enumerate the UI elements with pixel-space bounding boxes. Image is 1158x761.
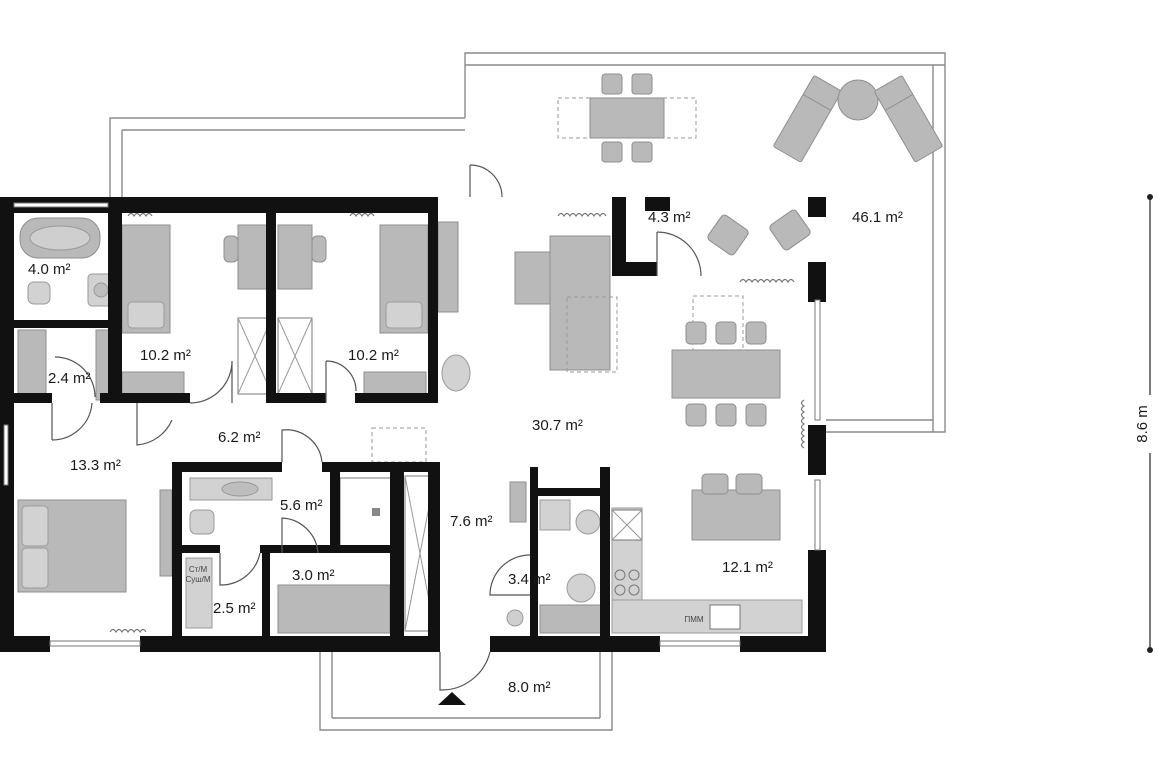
room-label-bedroom-2: 10.2 m²: [348, 347, 399, 364]
room-label-toilet: 5.6 m²: [280, 497, 323, 514]
room-label-kitchen: 12.1 m²: [722, 559, 773, 576]
room-label-hall: 7.6 m²: [450, 513, 493, 530]
room-label-bathroom: 4.0 m²: [28, 261, 71, 278]
appliance-labels: Ст/М Суш/М ПММ: [185, 565, 703, 624]
room-label-entry-terrace: 4.3 m²: [648, 209, 691, 226]
room-label-wardrobe: 2.4 m²: [48, 370, 91, 387]
doors: [51, 164, 702, 691]
room-label-storage: 3.0 m²: [292, 567, 335, 584]
room-label-master-bedroom: 13.3 m²: [70, 457, 121, 474]
washer-label: Ст/М: [189, 565, 208, 574]
room-label-pantry: 3.4 m²: [508, 571, 551, 588]
room-label-corridor: 6.2 m²: [218, 429, 261, 446]
room-label-living: 30.7 m²: [532, 417, 583, 434]
walls: [0, 197, 826, 652]
room-label-terrace: 46.1 m²: [852, 209, 903, 226]
room-label-bedroom-1: 10.2 m²: [140, 347, 191, 364]
dryer-label: Суш/М: [185, 575, 210, 584]
entrance-arrow-icon: [438, 692, 466, 705]
room-label-laundry: 2.5 m²: [213, 600, 256, 617]
outdoor-outlines: [109, 52, 946, 731]
terrace-furniture: [557, 73, 943, 256]
dimension-label: 8.6 m: [1134, 405, 1151, 443]
dimension-line: 8.6 m: [1132, 194, 1156, 653]
room-label-porch: 8.0 m²: [508, 679, 551, 696]
dishwasher-label: ПММ: [684, 615, 703, 624]
interior-furniture: [17, 217, 803, 634]
windows: [3, 202, 821, 647]
room-labels: 46.1 m² 4.3 m² 4.0 m² 10.2 m² 10.2 m² 2.…: [28, 209, 903, 696]
